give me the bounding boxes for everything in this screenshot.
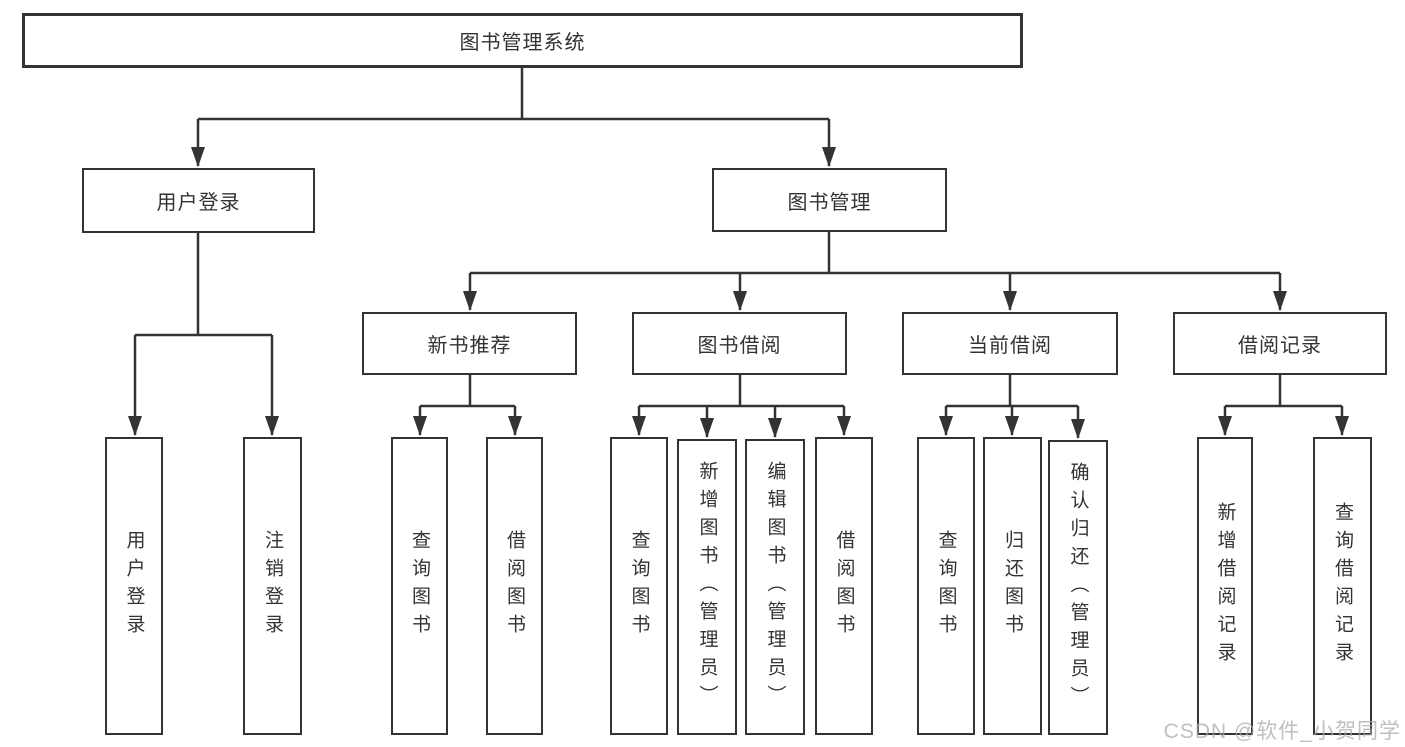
node-logout: 注销登录 xyxy=(243,437,302,735)
node-label: 确认归还（管理员） xyxy=(1067,461,1089,714)
node-return-books: 归还图书 xyxy=(983,437,1042,735)
node-query-books-recommend: 查询图书 xyxy=(391,437,448,735)
node-label: 图书管理 xyxy=(787,191,872,214)
node-current-borrowing: 当前借阅 xyxy=(902,312,1118,375)
node-user-login-leaf: 用户登录 xyxy=(105,437,163,735)
node-book-borrowing: 图书借阅 xyxy=(632,312,847,375)
node-label: 用户登录 xyxy=(156,192,241,214)
node-borrow-books-leaf: 借阅图书 xyxy=(815,437,873,735)
node-new-book-recommendation: 新书推荐 xyxy=(362,312,577,375)
node-label: 借阅图书 xyxy=(504,530,525,642)
node-borrow-books-recommend: 借阅图书 xyxy=(486,437,543,735)
node-edit-books-admin: 编辑图书（管理员） xyxy=(745,439,805,735)
node-label: 新书推荐 xyxy=(427,335,512,357)
watermark: CSDN @软件_小贺同学 xyxy=(1163,720,1401,743)
node-label: 借阅图书 xyxy=(833,530,855,642)
node-label: 注销登录 xyxy=(262,530,283,642)
node-label: 新增借阅记录 xyxy=(1214,502,1236,670)
node-library-management-system: 图书管理系统 xyxy=(22,13,1023,68)
node-borrowing-records: 借阅记录 xyxy=(1173,312,1387,375)
node-label: 图书借阅 xyxy=(697,335,782,357)
node-label: 查询图书 xyxy=(935,530,957,642)
node-book-management: 图书管理 xyxy=(712,168,947,232)
node-label: 当前借阅 xyxy=(968,335,1052,357)
node-label: 查询图书 xyxy=(409,530,430,642)
node-label: 图书管理系统 xyxy=(459,32,586,54)
node-label: 新增图书（管理员） xyxy=(696,461,718,713)
node-label: 查询借阅记录 xyxy=(1332,502,1353,670)
node-confirm-return-admin: 确认归还（管理员） xyxy=(1048,440,1108,735)
node-query-books-current: 查询图书 xyxy=(917,437,975,735)
node-add-borrow-record: 新增借阅记录 xyxy=(1197,437,1253,735)
node-label: 用户登录 xyxy=(123,530,145,642)
node-label: 归还图书 xyxy=(1002,530,1023,642)
node-query-books-borrowing: 查询图书 xyxy=(610,437,668,735)
node-query-borrow-record: 查询借阅记录 xyxy=(1313,437,1372,735)
node-label: 查询图书 xyxy=(628,530,650,642)
node-label: 借阅记录 xyxy=(1238,335,1322,357)
node-user-login: 用户登录 xyxy=(82,168,315,233)
node-add-books-admin: 新增图书（管理员） xyxy=(677,439,737,735)
node-label: 编辑图书（管理员） xyxy=(764,461,786,713)
